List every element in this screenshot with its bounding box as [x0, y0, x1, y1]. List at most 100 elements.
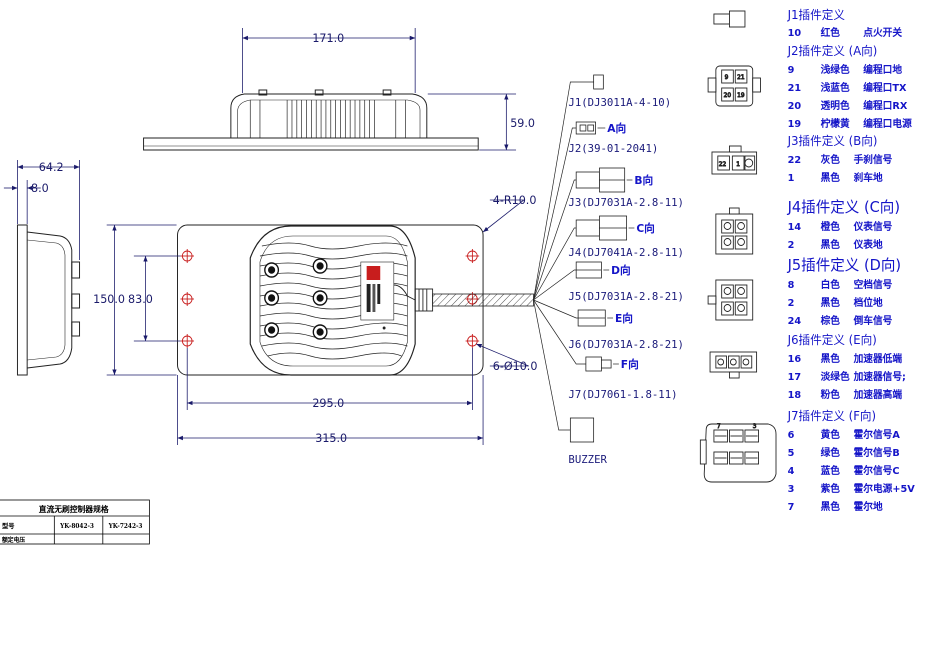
pin-color: 黄色: [821, 428, 841, 441]
harness-label-j4: J4(DJ7041A-2.8-11): [568, 246, 684, 259]
pin-function: 编程口TX: [863, 81, 907, 94]
pin-number: 21: [788, 83, 802, 94]
dim-label-width-overall: 315.0: [315, 431, 347, 445]
top-view-post: [382, 89, 392, 96]
pin-color: 橙色: [821, 220, 841, 233]
pin-function: 空档信号: [854, 278, 893, 291]
j2-face: [707, 65, 761, 107]
harness-label-j3: J3(DJ7031A-2.8-11): [568, 196, 684, 209]
j3-connector: [575, 167, 626, 193]
pin-def-title-j7: J7插件定义 (F向): [787, 409, 876, 423]
harness-label-j5: J5(DJ7031A-2.8-21): [568, 290, 684, 303]
pin-number: 20: [788, 101, 802, 112]
harness-tag-f: F向: [621, 357, 639, 371]
pin-color: 浅绿色: [821, 63, 850, 76]
harness-label-j1: J1(DJ3011A-4-10): [568, 96, 671, 109]
top-view-post: [314, 89, 324, 96]
pin-color: 白色: [821, 278, 841, 291]
pin-function: 加速器低端: [853, 352, 903, 365]
j2-connector: [575, 121, 596, 135]
j2-pin-label: 21: [737, 75, 745, 81]
dim-side: [3, 160, 80, 260]
pin-number: 7: [788, 502, 795, 513]
j2-pin-label: 20: [724, 93, 732, 99]
j2-pin-label: 19: [737, 93, 745, 99]
pin-def-title-j5: J5插件定义 (D向): [787, 257, 901, 274]
pin-color: 蓝色: [821, 464, 841, 477]
pin-color: 黑色: [821, 171, 841, 184]
j3-pin-label: 1: [736, 162, 740, 168]
spec-table-title: 直流无刷控制器规格: [39, 504, 109, 514]
pin-color: 灰色: [821, 153, 841, 166]
harness-tag-a: A向: [607, 121, 626, 135]
pin-number: 6: [788, 430, 795, 441]
side-view: [16, 224, 81, 376]
pin-number: 1: [788, 173, 795, 184]
pin-color: 棕色: [820, 314, 841, 327]
harness-label-j6: J6(DJ7031A-2.8-21): [568, 338, 684, 351]
connector-faces: 9 21 20 19 22 1: [699, 10, 777, 483]
cable-gland: [393, 284, 434, 312]
front-view: [177, 224, 534, 376]
pin-number: 22: [788, 155, 801, 166]
pin-number: 10: [788, 28, 802, 39]
j1-face: [713, 10, 746, 28]
buzzer: [569, 417, 595, 443]
dim-top-height: [427, 93, 517, 151]
j5-face: [707, 279, 754, 321]
pin-function: 加速器高端: [853, 388, 903, 401]
pin-color: 透明色: [821, 99, 850, 112]
pin-def-title-j4: J4插件定义 (C向): [787, 199, 900, 216]
pin-function: 霍尔地: [854, 500, 883, 513]
dim-label-corner-radius: 4-R10.0: [493, 193, 537, 207]
pin-function: 手刹信号: [854, 153, 893, 166]
j3-pin-label: 22: [719, 162, 727, 168]
dim-label-top-width: 171.0: [312, 31, 344, 45]
pin-function: 档位地: [853, 296, 883, 309]
power-terminals: [264, 258, 328, 340]
spec-table-model: YK-7242-3: [108, 523, 143, 530]
spec-table: 直流无刷控制器规格 型号 YK-8042-3 YK-7242-3 额定电压: [0, 499, 150, 545]
j5-connector: [575, 261, 602, 279]
pin-color: 粉色: [821, 388, 841, 401]
dim-label-hole-diameter: 6-Ø10.0: [493, 359, 538, 373]
harness-tag-e: E向: [615, 311, 633, 325]
pin-number: 9: [788, 65, 795, 76]
pin-function: 霍尔信号B: [854, 446, 900, 459]
pin-number: 4: [788, 466, 795, 477]
side-view-post: [71, 261, 81, 279]
pin-function: 霍尔信号A: [854, 428, 901, 441]
pin-number: 14: [788, 222, 802, 233]
pin-number: 8: [788, 280, 795, 291]
j4-face: [715, 207, 754, 255]
pin-function: 倒车信号: [853, 314, 893, 327]
pin-color: 浅蓝色: [821, 81, 850, 94]
pin-color: 黑色: [821, 296, 841, 309]
pin-color: 黑色: [821, 352, 841, 365]
j7-connector: [585, 356, 612, 372]
j6-face: [709, 351, 758, 379]
j4-connector: [575, 215, 628, 241]
pin-def-title-j2: J2插件定义 (A向): [787, 44, 878, 58]
pin-number: 17: [788, 372, 802, 383]
side-view-base: [16, 224, 28, 376]
top-view-housing: [230, 93, 428, 138]
pin-function: 点火开关: [863, 26, 902, 39]
pin-color: 柠檬黄: [821, 117, 850, 130]
pin-function: 加速器信号;: [853, 370, 906, 383]
pin-function: 霍尔电源+5V: [854, 482, 916, 495]
pin-number: 2: [788, 240, 795, 251]
wire-harness-sleeve: [432, 293, 534, 307]
side-view-post: [71, 321, 81, 337]
top-view-base-plate: [143, 137, 479, 151]
pin-color: 红色: [821, 26, 841, 39]
dim-label-top-height: 59.0: [510, 116, 535, 130]
pin-function: 编程口电源: [863, 117, 912, 130]
dim-top-width: [242, 28, 416, 93]
top-view-post: [258, 89, 268, 96]
dim-label-side-width: 64.2: [39, 160, 64, 174]
dim-label-side-flange: 8.0: [31, 181, 49, 195]
pin-def-title-j3: J3插件定义 (B向): [787, 134, 878, 148]
pin-function: 霍尔信号C: [854, 464, 900, 477]
